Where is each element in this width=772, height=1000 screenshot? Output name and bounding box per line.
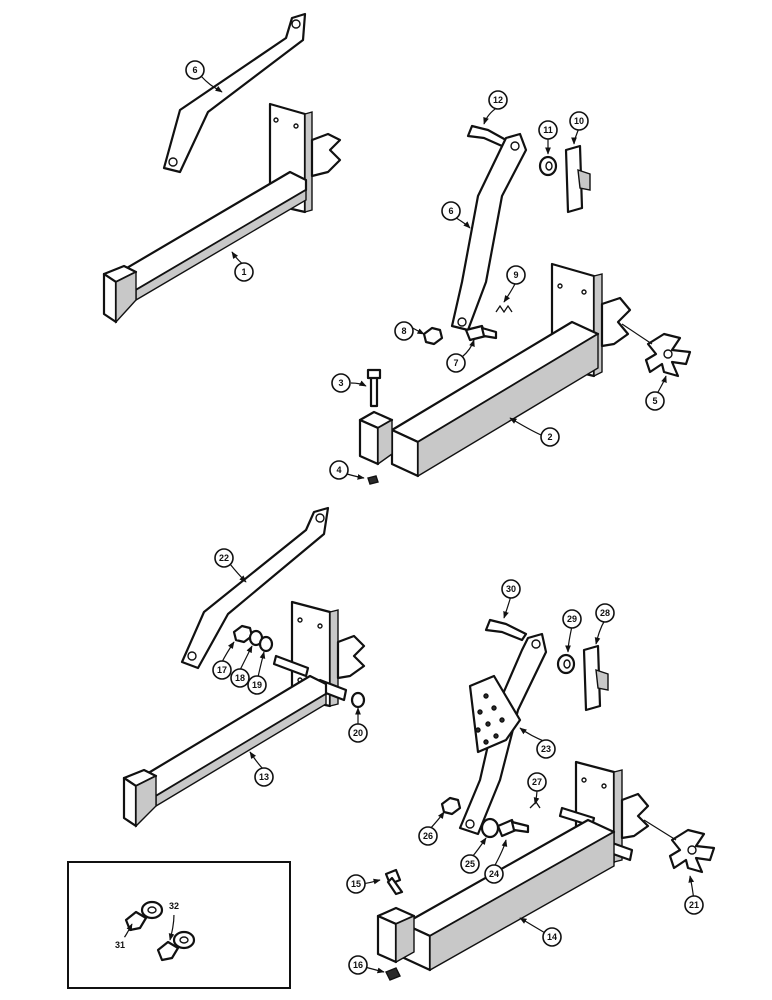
nut-16 <box>385 967 401 981</box>
callout-19: 19 <box>247 675 267 695</box>
svg-text:2: 2 <box>547 432 552 442</box>
svg-text:4: 4 <box>336 465 341 475</box>
callout-13: 13 <box>254 767 274 787</box>
callout-30: 30 <box>501 579 521 599</box>
washer-25 <box>480 817 500 839</box>
svg-text:14: 14 <box>547 932 557 942</box>
svg-text:28: 28 <box>600 608 610 618</box>
svg-text:11: 11 <box>543 125 553 135</box>
bolt-30 <box>484 618 528 642</box>
svg-text:21: 21 <box>689 900 699 910</box>
callout-11: 11 <box>538 120 558 140</box>
callout-15: 15 <box>346 874 366 894</box>
nut-4 <box>367 475 379 485</box>
callout-8: 8 <box>394 321 414 341</box>
callout-25: 25 <box>460 854 480 874</box>
svg-text:8: 8 <box>401 326 406 336</box>
link-arm-6-top <box>162 12 307 174</box>
svg-text:12: 12 <box>493 95 503 105</box>
svg-text:31: 31 <box>115 940 125 950</box>
washer-19 <box>258 635 274 653</box>
svg-text:17: 17 <box>217 665 227 675</box>
svg-text:6: 6 <box>448 206 453 216</box>
svg-text:6: 6 <box>192 65 197 75</box>
callout-2: 2 <box>540 427 560 447</box>
callout-28: 28 <box>595 603 615 623</box>
pin-stud-13 <box>272 654 310 678</box>
link-arm-6 <box>450 132 528 332</box>
svg-text:20: 20 <box>353 728 363 738</box>
group-c-assembly <box>122 506 366 828</box>
callout-32: 32 <box>165 897 183 915</box>
svg-text:13: 13 <box>259 772 269 782</box>
nut-8 <box>422 326 444 346</box>
cotter-32 <box>156 940 180 962</box>
pad-28 <box>582 644 602 712</box>
svg-text:27: 27 <box>532 777 542 787</box>
bolt-12 <box>466 124 508 148</box>
svg-text:9: 9 <box>513 270 518 280</box>
callout-20: 20 <box>348 723 368 743</box>
group-a-assembly <box>102 12 342 324</box>
callout-27: 27 <box>527 772 547 792</box>
callout-21: 21 <box>684 895 704 915</box>
callout-29: 29 <box>562 609 582 629</box>
callout-5: 5 <box>645 391 665 411</box>
callout-3: 3 <box>331 373 351 393</box>
callout-22: 22 <box>214 548 234 568</box>
group-d-assembly <box>376 618 716 981</box>
tube-bar-1 <box>118 170 308 292</box>
nut-26 <box>440 796 462 816</box>
fork-end-1 <box>310 132 342 178</box>
tube-bar-13 <box>138 674 328 798</box>
svg-text:16: 16 <box>353 960 363 970</box>
callout-17: 17 <box>212 660 232 680</box>
group-b-assembly <box>358 124 692 485</box>
svg-text:18: 18 <box>235 673 245 683</box>
svg-text:24: 24 <box>489 869 499 879</box>
svg-text:15: 15 <box>351 879 361 889</box>
svg-text:30: 30 <box>506 584 516 594</box>
fork-end-4 <box>620 792 650 840</box>
callout-26: 26 <box>418 826 438 846</box>
svg-text:5: 5 <box>652 396 657 406</box>
callout-12: 12 <box>488 90 508 110</box>
svg-text:22: 22 <box>219 553 229 563</box>
callout-31: 31 <box>111 936 129 954</box>
callout-16: 16 <box>348 955 368 975</box>
callout-18: 18 <box>230 668 250 688</box>
callout-6b: 6 <box>441 201 461 221</box>
svg-text:1: 1 <box>241 267 246 277</box>
svg-text:19: 19 <box>252 680 262 690</box>
callout-14: 14 <box>542 927 562 947</box>
callout-6a: 6 <box>185 60 205 80</box>
callout-7: 7 <box>446 353 466 373</box>
pad-10 <box>564 144 584 214</box>
callout-24: 24 <box>484 864 504 884</box>
callout-9: 9 <box>506 265 526 285</box>
link-arm-22 <box>180 506 330 670</box>
fork-end-2 <box>600 296 632 348</box>
svg-text:25: 25 <box>465 859 475 869</box>
fork-end-3 <box>336 634 366 680</box>
spring-9 <box>495 304 513 314</box>
inset-box <box>67 861 291 989</box>
svg-text:26: 26 <box>423 831 433 841</box>
svg-text:7: 7 <box>453 358 458 368</box>
callout-4: 4 <box>329 460 349 480</box>
callout-1: 1 <box>234 262 254 282</box>
svg-text:3: 3 <box>338 378 343 388</box>
svg-text:32: 32 <box>169 901 179 911</box>
svg-text:10: 10 <box>574 116 584 126</box>
callout-23: 23 <box>536 739 556 759</box>
svg-text:29: 29 <box>567 614 577 624</box>
svg-text:23: 23 <box>541 744 551 754</box>
washer-20 <box>350 691 366 709</box>
pedal-tread <box>468 674 522 754</box>
callout-10: 10 <box>569 111 589 131</box>
